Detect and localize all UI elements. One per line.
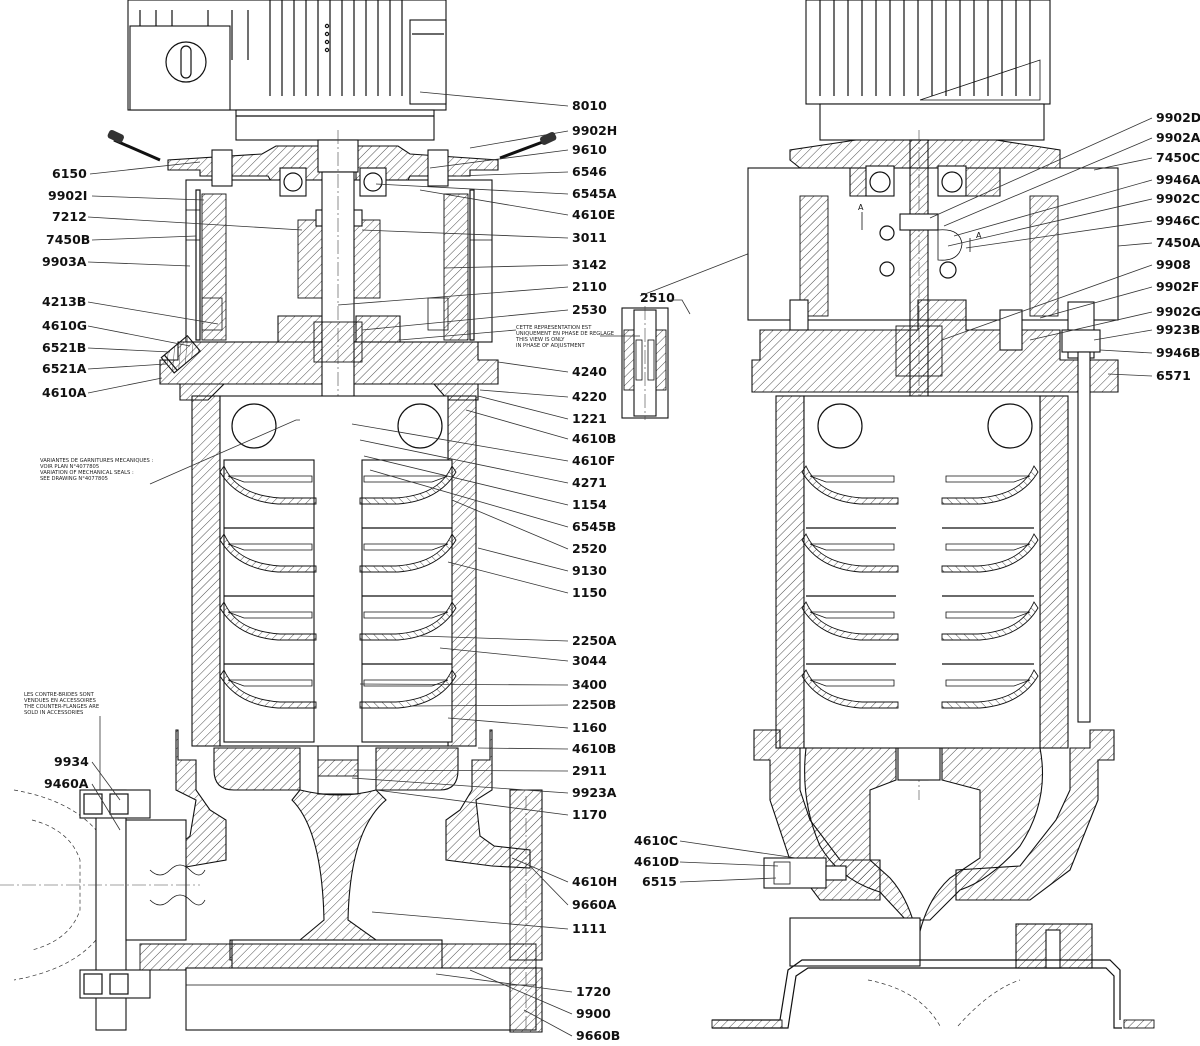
note-line: SOLD IN ACCESSORIES	[24, 710, 83, 716]
right-section-view: A A	[634, 0, 1200, 1029]
callout-label: 4213B	[42, 294, 86, 309]
callout-label: 9908	[1156, 257, 1191, 272]
callout-label: 1720	[576, 984, 611, 999]
callout-label: 4610B	[572, 431, 616, 446]
note-line: CETTE REPRESENTATION EST	[516, 325, 592, 331]
callout-label: 4610F	[572, 453, 615, 468]
callout-label: 9902A	[1156, 130, 1200, 145]
left-section-view: CETTE REPRESENTATION EST UNIQUEMENT EN P…	[0, 0, 851, 1043]
callout-label: 7450B	[46, 232, 90, 247]
callout-label: 9902D	[1156, 110, 1200, 125]
callout-label: 6515	[642, 874, 677, 889]
callout-label: 1150	[572, 585, 607, 600]
callout-label: 4610B	[572, 741, 616, 756]
callout-label: 3044	[572, 653, 607, 668]
note-line: THE COUNTER-FLANGES ARE	[23, 704, 99, 710]
callout-label: 6546	[572, 164, 607, 179]
callout-label: 3400	[572, 677, 607, 692]
note-mechanical-seals: VARIANTES DE GARNITURES MECANIQUES : VOI…	[40, 419, 300, 485]
right-view-callouts: 9902D 9902A 7450C 9946A 9902C 9946C 7450…	[634, 110, 1200, 889]
callout-label: 9460A	[44, 776, 89, 791]
note-line: VENDUES EN ACCESSOIRES	[24, 698, 96, 704]
callout-label: 9610	[572, 142, 607, 157]
callout-label: 6521B	[42, 340, 86, 355]
seal-adjustment-detail	[621, 306, 669, 420]
note-line: UNIQUEMENT EN PHASE DE REGLAGE	[516, 331, 614, 337]
note-line: IN PHASE OF ADJUSTMENT	[516, 343, 586, 349]
callout-label: 9946B	[1156, 345, 1200, 360]
callout-label: 1170	[572, 807, 607, 822]
callout-label: 9902H	[572, 123, 617, 138]
note-line: VARIATION OF MECHANICAL SEALS :	[40, 470, 134, 476]
callout-label: 9902C	[1156, 191, 1200, 206]
right-stages	[775, 395, 1069, 749]
section-mark: A	[976, 231, 982, 240]
callout-label: 4610D	[634, 854, 679, 869]
callout-label: 6545B	[572, 519, 616, 534]
callout-label: 7450C	[1156, 150, 1200, 165]
callout-label: 9923B	[1156, 322, 1200, 337]
right-base-casing	[711, 729, 1155, 1029]
callout-label: 9660A	[572, 897, 617, 912]
callout-label: 9130	[572, 563, 607, 578]
callout-label: 4610C	[634, 833, 678, 848]
note-line: SEE DRAWING N°4077805	[40, 476, 108, 482]
callout-label: 7450A	[1156, 235, 1200, 250]
section-mark: A	[858, 203, 864, 212]
left-view-right-callouts: 8010 9902H 9610 6546 6545A 4610E 3011 31…	[337, 91, 620, 1043]
note-line: VOIR PLAN N°4077805	[40, 464, 99, 470]
callout-label: 9946C	[1156, 213, 1200, 228]
callout-label: 2911	[572, 763, 607, 778]
callout-label: 9934	[54, 754, 89, 769]
callout-label: 9902G	[1156, 304, 1200, 319]
callout-label: 4240	[572, 364, 607, 379]
callout-label: 9902I	[48, 188, 87, 203]
callout-label: 9903A	[42, 254, 87, 269]
callout-label: 3142	[572, 257, 607, 272]
callout-label: 7212	[52, 209, 87, 224]
callout-label: 6545A	[572, 186, 617, 201]
detail-callout-label: 2510	[640, 290, 675, 305]
right-motor	[805, 0, 1051, 141]
callout-label: 4271	[572, 475, 607, 490]
note-counter-flanges: LES CONTRE-BRIDES SONT VENDUES EN ACCESS…	[23, 692, 101, 790]
callout-label: 3011	[572, 230, 607, 245]
callout-label: 9660B	[576, 1028, 620, 1042]
callout-label: 1221	[572, 411, 607, 426]
callout-label: 2520	[572, 541, 607, 556]
callout-label: 6150	[52, 166, 87, 181]
callout-label: 4610E	[572, 207, 615, 222]
callout-label: 4610A	[42, 385, 87, 400]
callout-label: 6521A	[42, 361, 87, 376]
callout-label: 2110	[572, 279, 607, 294]
note-line: LES CONTRE-BRIDES SONT	[24, 692, 95, 698]
callout-label: 2250A	[572, 633, 617, 648]
callout-label: 9900	[576, 1006, 611, 1021]
callout-label: 4220	[572, 389, 607, 404]
note-line: VARIANTES DE GARNITURES MECANIQUES :	[40, 458, 153, 464]
callout-label: 1111	[572, 921, 607, 936]
left-motor	[127, 0, 447, 141]
left-view-left-callouts: 6150 9902I 7212 7450B 9903A 4213B 4610G …	[42, 161, 303, 831]
left-counter-flange	[0, 789, 206, 1031]
left-stages	[191, 395, 477, 747]
callout-label: 8010	[572, 98, 607, 113]
right-lantern: A A	[747, 139, 1119, 321]
callout-label: 9923A	[572, 785, 617, 800]
callout-label: 1160	[572, 720, 607, 735]
callout-label: 9946A	[1156, 172, 1200, 187]
callout-label: 9902F	[1156, 279, 1199, 294]
note-line: THIS VIEW IS ONLY	[515, 337, 565, 343]
callout-label: 2250B	[572, 697, 616, 712]
note-seal-adjust: CETTE REPRESENTATION EST UNIQUEMENT EN P…	[399, 325, 640, 349]
callout-label: 1154	[572, 497, 607, 512]
callout-label: 4610G	[42, 318, 87, 333]
left-base-casing	[139, 729, 543, 1033]
callout-label: 6571	[1156, 368, 1191, 383]
callout-label: 2530	[572, 302, 607, 317]
callout-label: 4610H	[572, 874, 617, 889]
